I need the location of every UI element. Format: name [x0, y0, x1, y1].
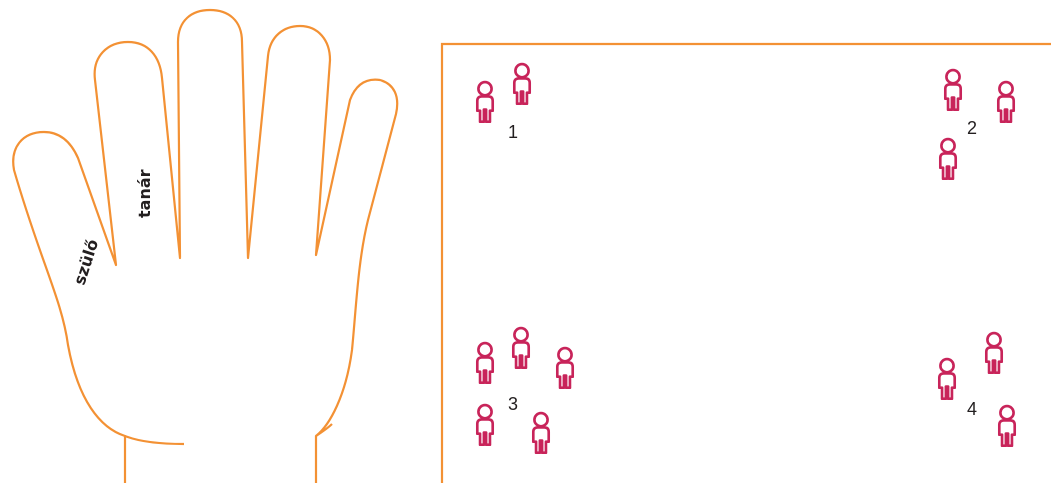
person-icon	[998, 82, 1013, 122]
group-2: 2	[940, 70, 1013, 179]
person-icon	[533, 413, 548, 453]
person-icon	[477, 82, 492, 122]
field-border	[442, 44, 1051, 483]
group-3: 3	[477, 328, 572, 453]
group-label-2: 2	[967, 118, 977, 138]
person-icon	[939, 359, 954, 399]
group-label-4: 4	[967, 399, 977, 419]
person-icon	[986, 333, 1001, 373]
person-icon	[557, 348, 572, 388]
group-1: 1	[477, 64, 529, 142]
finger-label-little: szülő	[70, 237, 103, 287]
person-icon	[999, 406, 1014, 446]
group-label-3: 3	[508, 394, 518, 414]
person-icon	[477, 343, 492, 383]
palm-crease	[125, 436, 184, 444]
person-icon	[514, 64, 529, 104]
group-label-1: 1	[508, 122, 518, 142]
person-icon	[477, 405, 492, 445]
person-icon	[513, 328, 528, 368]
person-icon	[945, 70, 960, 110]
hand-path	[13, 10, 397, 483]
finger-label-ring: tanár	[135, 169, 154, 218]
hand-outline	[13, 10, 397, 483]
group-4: 4	[939, 333, 1014, 446]
person-icon	[940, 139, 955, 179]
thumb-base-line	[316, 424, 332, 436]
